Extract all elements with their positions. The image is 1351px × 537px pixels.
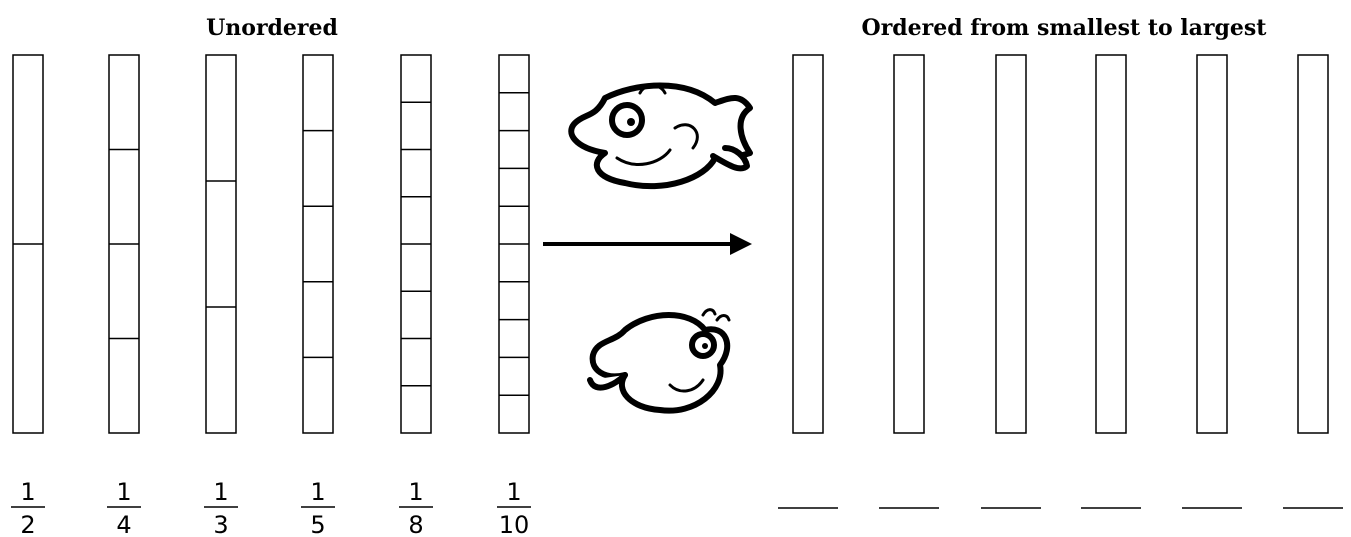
fraction-label: 13 <box>204 478 238 537</box>
fraction-bar-1-5 <box>302 54 334 434</box>
fraction-denominator: 10 <box>499 511 530 537</box>
fraction-numerator: 1 <box>20 478 35 506</box>
arrow-right-icon <box>543 233 752 255</box>
bar-outline <box>302 54 334 434</box>
unordered-bars <box>12 54 530 434</box>
fraction-numerator: 1 <box>408 478 423 506</box>
fraction-bar-1-10 <box>498 54 530 434</box>
fish-icon <box>587 308 731 414</box>
empty-fraction-bar <box>893 54 925 434</box>
fraction-bar-1-3 <box>205 54 237 434</box>
fraction-bar-1-2 <box>12 54 44 434</box>
fraction-label: 18 <box>399 478 433 537</box>
fraction-numerator: 1 <box>116 478 131 506</box>
fraction-denominator: 2 <box>20 511 35 537</box>
empty-fraction-bar <box>792 54 824 434</box>
fraction-numerator: 1 <box>310 478 325 506</box>
unordered-heading: Unordered <box>206 15 338 41</box>
bar-outline <box>205 54 237 434</box>
fraction-numerator: 1 <box>213 478 228 506</box>
fraction-label: 12 <box>11 478 45 537</box>
fraction-label: 110 <box>497 478 531 537</box>
fraction-denominator: 8 <box>408 511 423 537</box>
fish-icon <box>568 82 753 190</box>
fraction-bar-1-8 <box>400 54 432 434</box>
fraction-label: 15 <box>301 478 335 537</box>
fraction-denominator: 3 <box>213 511 228 537</box>
empty-fraction-bar <box>1095 54 1127 434</box>
fraction-denominator: 5 <box>310 511 325 537</box>
ordered-bars <box>792 54 1329 434</box>
empty-fraction-bar <box>995 54 1027 434</box>
empty-fraction-bar <box>1297 54 1329 434</box>
empty-fraction-bar <box>1196 54 1228 434</box>
fraction-label: 14 <box>107 478 141 537</box>
fraction-bar-1-4 <box>108 54 140 434</box>
ordered-heading: Ordered from smallest to largest <box>862 15 1268 41</box>
fraction-numerator: 1 <box>506 478 521 506</box>
fraction-denominator: 4 <box>116 511 131 537</box>
